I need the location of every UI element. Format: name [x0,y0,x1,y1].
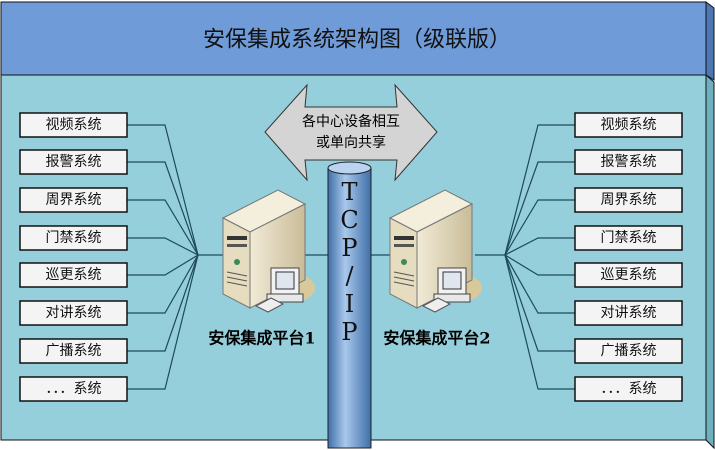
diagram-title: 安保集成系统架构图（级联版） [203,28,511,53]
system-label: 门禁系统 [601,230,657,246]
right-system-box: 视频系统 [574,112,683,138]
right-system-box: 门禁系统 [574,225,683,251]
right-connector [504,254,575,276]
right-connector [504,124,575,256]
system-label: ．．．系统 [601,381,657,397]
left-system-box: 对讲系统 [19,300,128,326]
system-label: 周界系统 [601,192,657,208]
pipe-letter: T [341,178,357,206]
tcpip-pipe: TCP/IP [327,161,372,449]
right-system-box: 巡更系统 [574,262,683,288]
system-label: 报警系统 [601,154,657,170]
arrow-text-line2: 或单向共享 [316,134,386,151]
server-1-icon [221,189,315,313]
system-label: 对讲系统 [46,305,102,321]
right-system-box: 报警系统 [574,149,683,175]
left-connector [126,254,199,390]
left-connector [126,237,199,256]
header-band [0,1,707,76]
right-system-box: 周界系统 [574,187,683,213]
left-connector [126,161,199,256]
right-connector [504,237,575,256]
pipe-letter: C [340,206,358,234]
system-label: 巡更系统 [601,267,657,283]
system-label: 广播系统 [46,343,102,359]
right-connector [504,199,575,256]
pipe-letter: / [345,262,354,290]
left-connector [126,254,199,276]
left-connector [126,199,199,256]
system-label: 广播系统 [601,343,657,359]
system-label: 视频系统 [601,117,657,133]
system-label: 对讲系统 [601,305,657,321]
pipe-letter: P [341,318,357,346]
right-system-box: 广播系统 [574,338,683,364]
workstation-icon [254,267,304,313]
system-label: ．．．系统 [46,381,102,397]
pipe-letter: I [345,290,354,318]
right-connector [504,254,575,390]
left-system-box: 报警系统 [19,149,128,175]
left-system-box: ．．．系统 [19,376,128,402]
left-system-box: 门禁系统 [19,225,128,251]
right-connector [504,161,575,256]
share-arrow [264,83,438,182]
server-2-icon [388,189,482,313]
left-connector [126,124,199,256]
arrow-text-line1: 各中心设备相互 [302,113,400,130]
right-connector [504,254,575,352]
workstation-icon [421,267,471,313]
system-label: 周界系统 [46,192,102,208]
platform-1-label: 安保集成平台1 [208,329,315,348]
right-system-box: 对讲系统 [574,300,683,326]
system-label: 门禁系统 [46,230,102,246]
left-connector [126,254,199,314]
right-connector [504,254,575,314]
left-system-box: 视频系统 [19,112,128,138]
right-system-box: ．．．系统 [574,376,683,402]
left-connector [126,254,199,352]
system-label: 视频系统 [46,117,102,133]
system-label: 报警系统 [46,154,102,170]
platform-2-label: 安保集成平台2 [383,329,490,348]
left-system-box: 广播系统 [19,338,128,364]
pipe-letter: P [341,234,357,262]
left-system-box: 巡更系统 [19,262,128,288]
system-label: 巡更系统 [46,267,102,283]
left-system-box: 周界系统 [19,187,128,213]
